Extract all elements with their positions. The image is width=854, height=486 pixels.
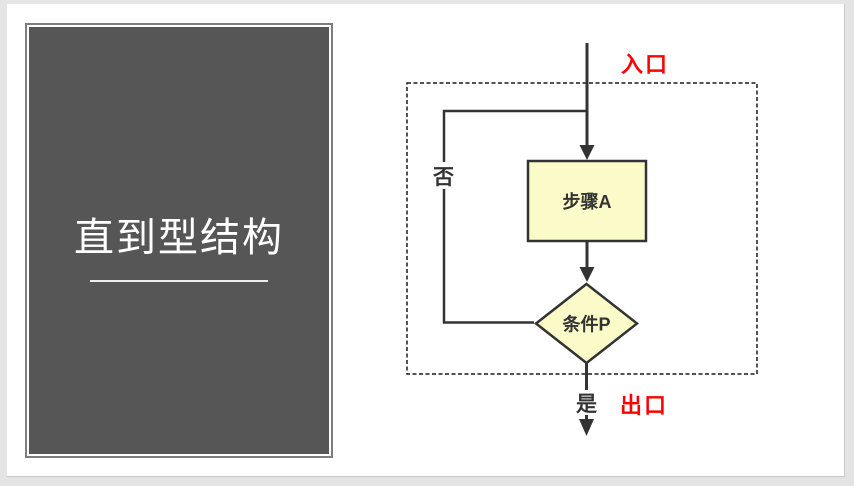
title-underline	[90, 279, 268, 282]
exit-label: 出口	[620, 393, 668, 418]
title-panel: 直到型结构	[25, 23, 333, 458]
loop-boundary-dashed-rect	[406, 82, 758, 375]
exit-arrowhead-icon	[579, 419, 594, 436]
loop-back-line	[442, 109, 587, 324]
yes-label-bg	[571, 390, 602, 415]
title-panel-inner: 直到型结构	[29, 27, 329, 454]
no-label: 否	[433, 166, 454, 189]
entry-label: 入口	[621, 52, 669, 77]
yes-label: 是	[576, 393, 597, 416]
slide-title: 直到型结构	[74, 215, 284, 260]
step-to-condition-arrowhead-icon	[579, 267, 595, 282]
condition-p-label: 条件P	[561, 314, 610, 335]
step-a-label: 步骤A	[563, 191, 612, 212]
entry-arrowhead-icon	[579, 145, 595, 160]
no-label-bg	[429, 162, 458, 189]
